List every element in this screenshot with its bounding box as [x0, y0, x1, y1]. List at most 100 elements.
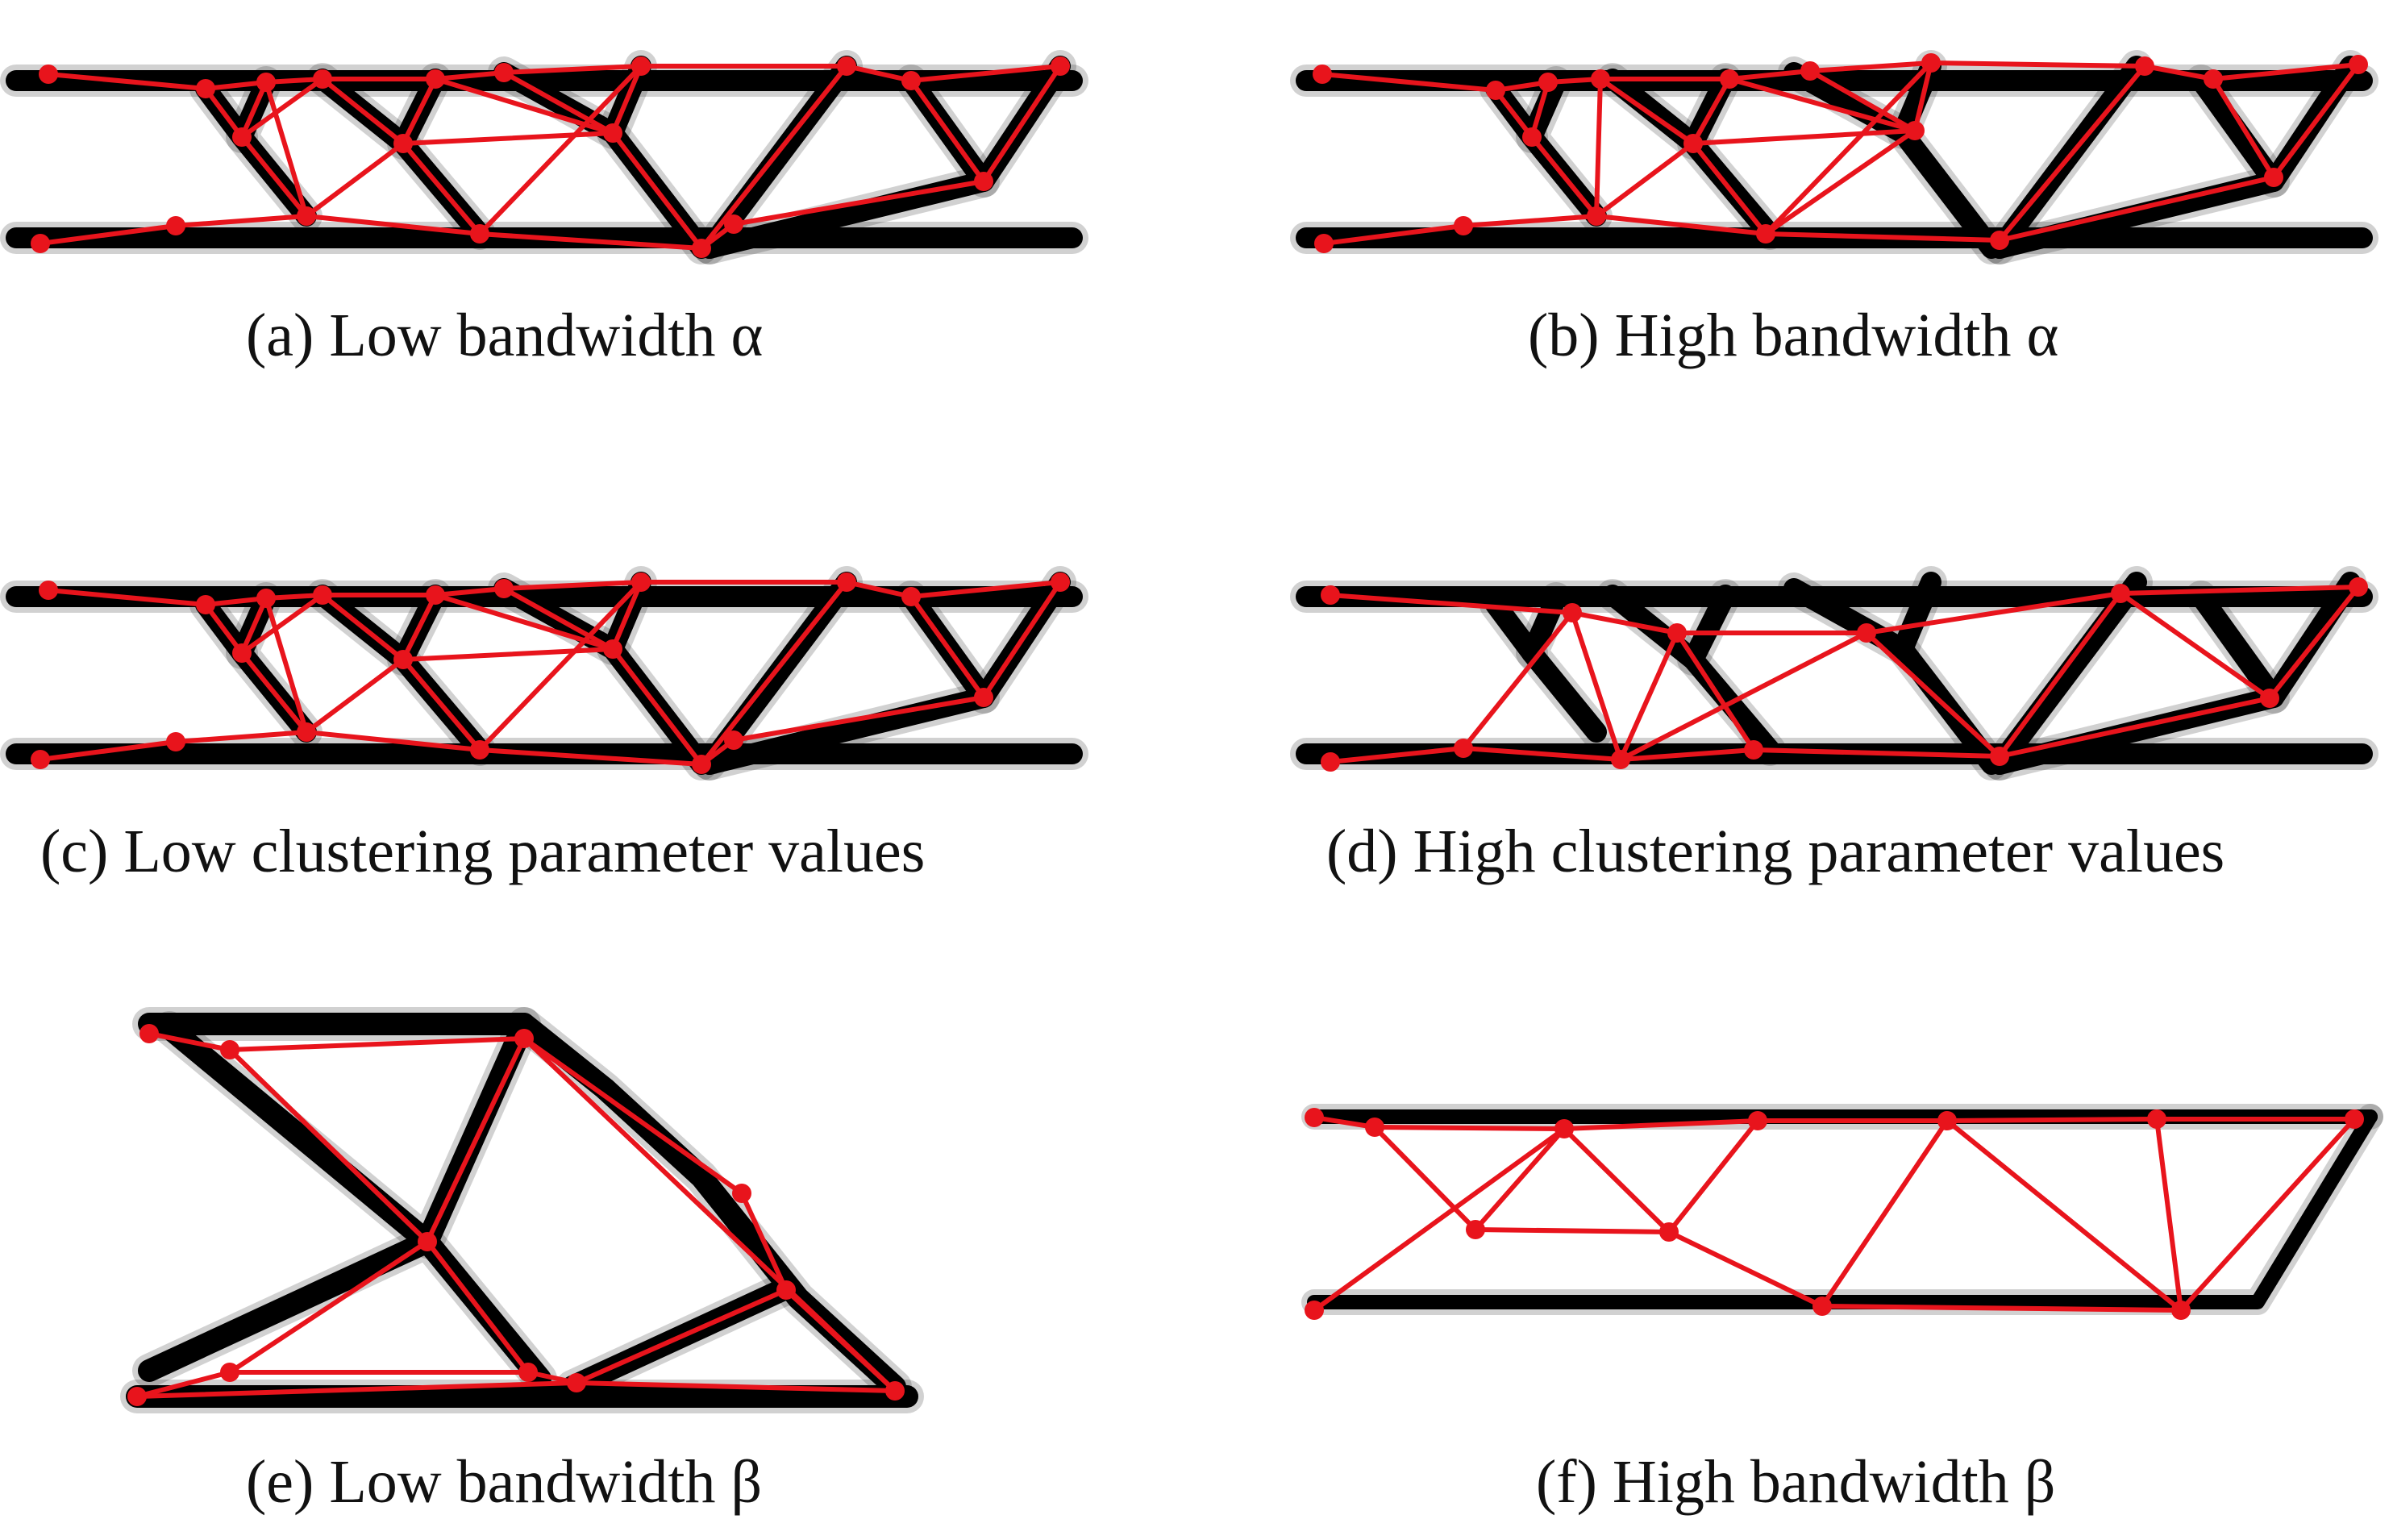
- truss-edge: [1675, 631, 1756, 752]
- truss-edge: [239, 596, 268, 656]
- truss-edge: [1473, 1227, 1671, 1234]
- truss-node: [1905, 121, 1925, 140]
- truss-node: [1812, 1297, 1832, 1316]
- truss-edge: [1461, 214, 1599, 228]
- truss-node: [1720, 69, 1739, 89]
- truss-edge: [477, 64, 643, 236]
- truss-edge: [401, 131, 615, 146]
- truss-node: [418, 1232, 437, 1251]
- truss-node: [1305, 1108, 1324, 1127]
- truss-node: [494, 63, 514, 82]
- truss-node: [776, 1280, 796, 1300]
- truss-node: [2147, 1109, 2166, 1129]
- truss-node: [837, 56, 856, 76]
- truss-edge: [46, 72, 208, 91]
- truss-node: [494, 579, 514, 598]
- truss-edge: [264, 80, 309, 219]
- truss-edge: [1372, 1125, 1478, 1232]
- truss-edge: [574, 1288, 789, 1385]
- truss-node: [426, 585, 445, 605]
- truss-node: [2204, 69, 2223, 89]
- truss-edge: [1473, 1126, 1567, 1232]
- truss-edge: [203, 86, 244, 139]
- truss-edge: [401, 77, 438, 146]
- truss-node: [631, 572, 651, 592]
- truss-edge: [1820, 1118, 1950, 1309]
- truss-node: [1748, 1111, 1767, 1130]
- truss-edge: [38, 223, 178, 246]
- truss-node: [1800, 61, 1820, 81]
- truss-node: [1305, 1301, 1324, 1320]
- truss-edge: [1945, 1118, 2183, 1313]
- truss-edge: [610, 64, 643, 135]
- truss-node: [1466, 1220, 1485, 1239]
- truss-edge: [522, 1036, 744, 1196]
- truss-node: [567, 1373, 586, 1392]
- truss-edge: [425, 1239, 531, 1375]
- truss-edge: [1618, 631, 1869, 762]
- truss-node: [837, 572, 856, 592]
- truss-edge: [304, 657, 406, 735]
- truss-node: [518, 1363, 538, 1382]
- truss-edge: [1945, 1117, 2159, 1123]
- truss-edge: [981, 64, 1063, 184]
- truss-edge: [981, 580, 1063, 700]
- truss-edge: [1691, 77, 1732, 146]
- truss-node: [1744, 740, 1763, 760]
- truss-edge: [173, 214, 309, 228]
- truss-edge: [2142, 64, 2216, 81]
- panel-b-caption: (b) High bandwidth α: [1528, 302, 2059, 369]
- truss-edge: [1529, 135, 1599, 219]
- truss-edge: [1667, 1230, 1825, 1309]
- truss-node: [885, 1381, 905, 1401]
- panel-a-diagram: [0, 32, 1097, 274]
- truss-edge: [1320, 72, 1498, 93]
- truss-edge: [610, 131, 704, 251]
- truss-edge: [1763, 231, 2002, 243]
- structure-member: [2191, 70, 2284, 192]
- panel-f-caption: (f) High bandwidth β: [1536, 1448, 2056, 1516]
- structure-member: [1307, 1109, 2378, 1309]
- truss-edge: [401, 141, 482, 236]
- truss-edge: [909, 594, 986, 700]
- truss-edge: [1808, 60, 1933, 73]
- truss-node: [1538, 73, 1558, 92]
- truss-node: [1486, 81, 1505, 100]
- panel-d-svg: [1290, 566, 2378, 780]
- panel-e-svg: [120, 1007, 924, 1413]
- truss-edge: [304, 214, 482, 236]
- truss-node: [1857, 623, 1876, 643]
- truss-node: [1365, 1118, 1384, 1137]
- truss-edge: [401, 647, 615, 662]
- truss-edge: [1997, 175, 2276, 243]
- truss-node: [1587, 206, 1606, 226]
- truss-edge: [203, 80, 268, 91]
- panel-b-diagram: [1290, 32, 2387, 274]
- truss-edge: [610, 580, 643, 651]
- truss-node: [393, 650, 413, 669]
- truss-edge: [173, 730, 309, 744]
- truss-node: [127, 1387, 147, 1406]
- truss-node: [1611, 750, 1630, 769]
- truss-node: [1591, 69, 1610, 89]
- truss-node: [426, 69, 445, 89]
- truss-edge: [227, 1036, 526, 1052]
- truss-edge: [1594, 141, 1696, 219]
- truss-node: [1563, 603, 1582, 622]
- panel-e-caption: (e) Low bandwidth β: [246, 1448, 763, 1516]
- truss-edge: [1461, 610, 1575, 751]
- truss-edge: [239, 80, 268, 139]
- truss-node: [1522, 127, 1542, 147]
- truss-node: [1990, 747, 2009, 766]
- truss-edge: [699, 580, 849, 767]
- truss-edge: [2179, 1117, 2357, 1313]
- truss-edge: [2211, 62, 2361, 81]
- structure-member: [1989, 572, 2147, 775]
- truss-edge: [501, 580, 643, 591]
- truss-edge: [203, 596, 268, 607]
- truss-edge: [1864, 631, 2002, 759]
- truss-edge: [1312, 1115, 1377, 1130]
- truss-edge: [1820, 1304, 2183, 1313]
- truss-edge: [1321, 223, 1466, 246]
- truss-edge: [1461, 746, 1623, 762]
